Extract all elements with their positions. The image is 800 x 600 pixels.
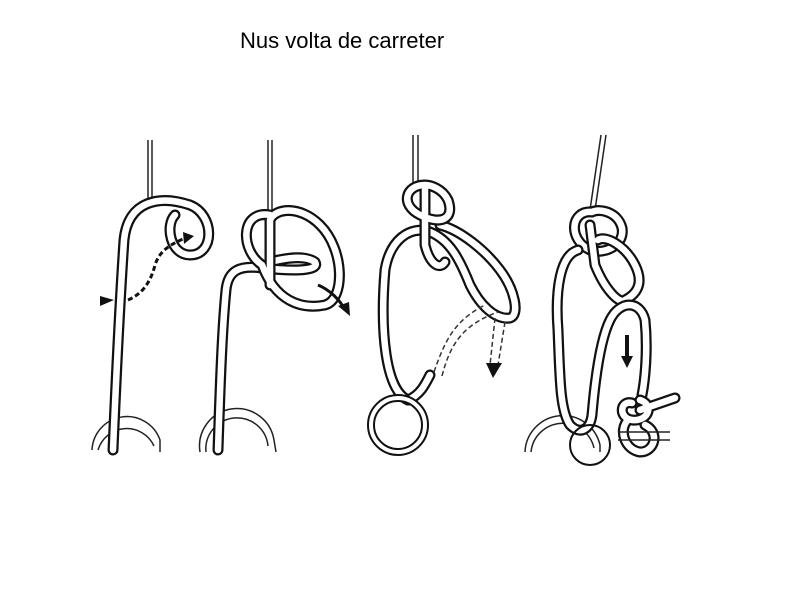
diagram-title: Nus volta de carreter (240, 28, 445, 53)
ring-icon (569, 424, 611, 466)
arrow-head-icon (486, 363, 502, 378)
arrow-head-icon (338, 302, 350, 316)
step-4-figure (524, 134, 681, 466)
step-3-figure (367, 135, 521, 456)
arrow-head-icon (100, 232, 194, 306)
ring-icon (198, 407, 277, 453)
step-1-figure (91, 140, 215, 456)
arrow-icon (127, 236, 186, 302)
arrow-head-icon (621, 356, 633, 368)
ring-icon (91, 415, 161, 452)
step-2-figure (198, 140, 350, 456)
